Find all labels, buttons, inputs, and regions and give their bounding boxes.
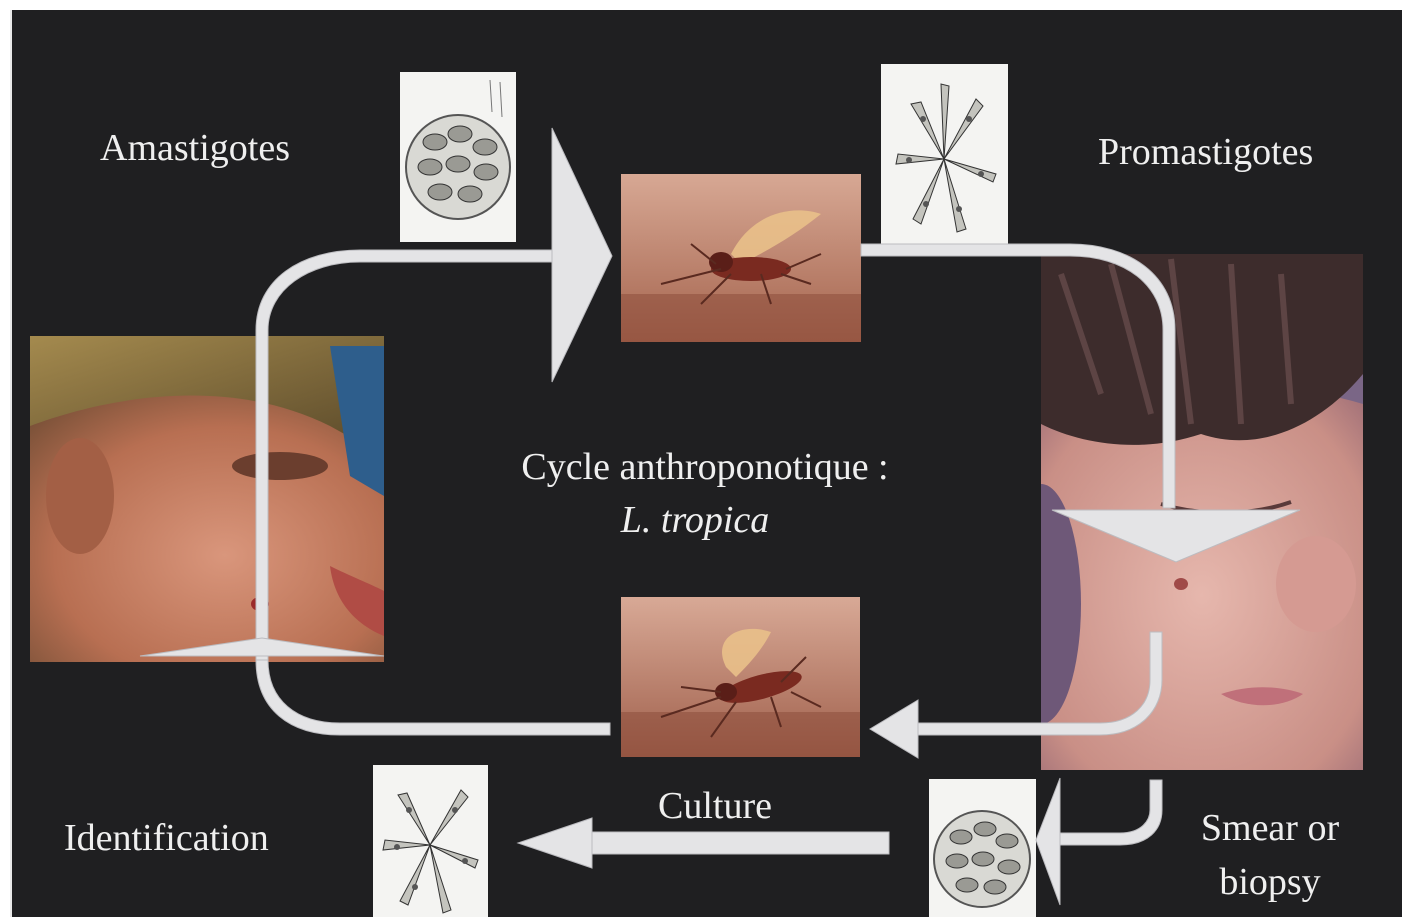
arrow-left-head-bottom [870,700,918,758]
culture-arrow-head [518,818,592,868]
label-species: L. tropica [490,500,900,542]
label-promastigotes: Promastigotes [1098,132,1313,174]
arrow-down-head [1052,510,1300,562]
arrow-bottom-left-curve [256,660,610,735]
arrow-smear-head [1036,778,1060,905]
label-smear-line1: Smear or [1180,808,1360,850]
culture-arrow-shaft [592,832,889,854]
label-cycle-title: Cycle anthroponotique : [490,447,920,489]
label-amastigotes: Amastigotes [100,128,290,170]
arrow-smear-curve [1060,780,1162,845]
label-culture: Culture [658,786,772,828]
label-smear-line2: biopsy [1180,862,1360,904]
label-identification: Identification [64,818,269,860]
arrow-up-head [140,638,384,656]
arrow-bottom-right-curve [918,632,1162,735]
arrow-top-right-head [552,128,612,382]
